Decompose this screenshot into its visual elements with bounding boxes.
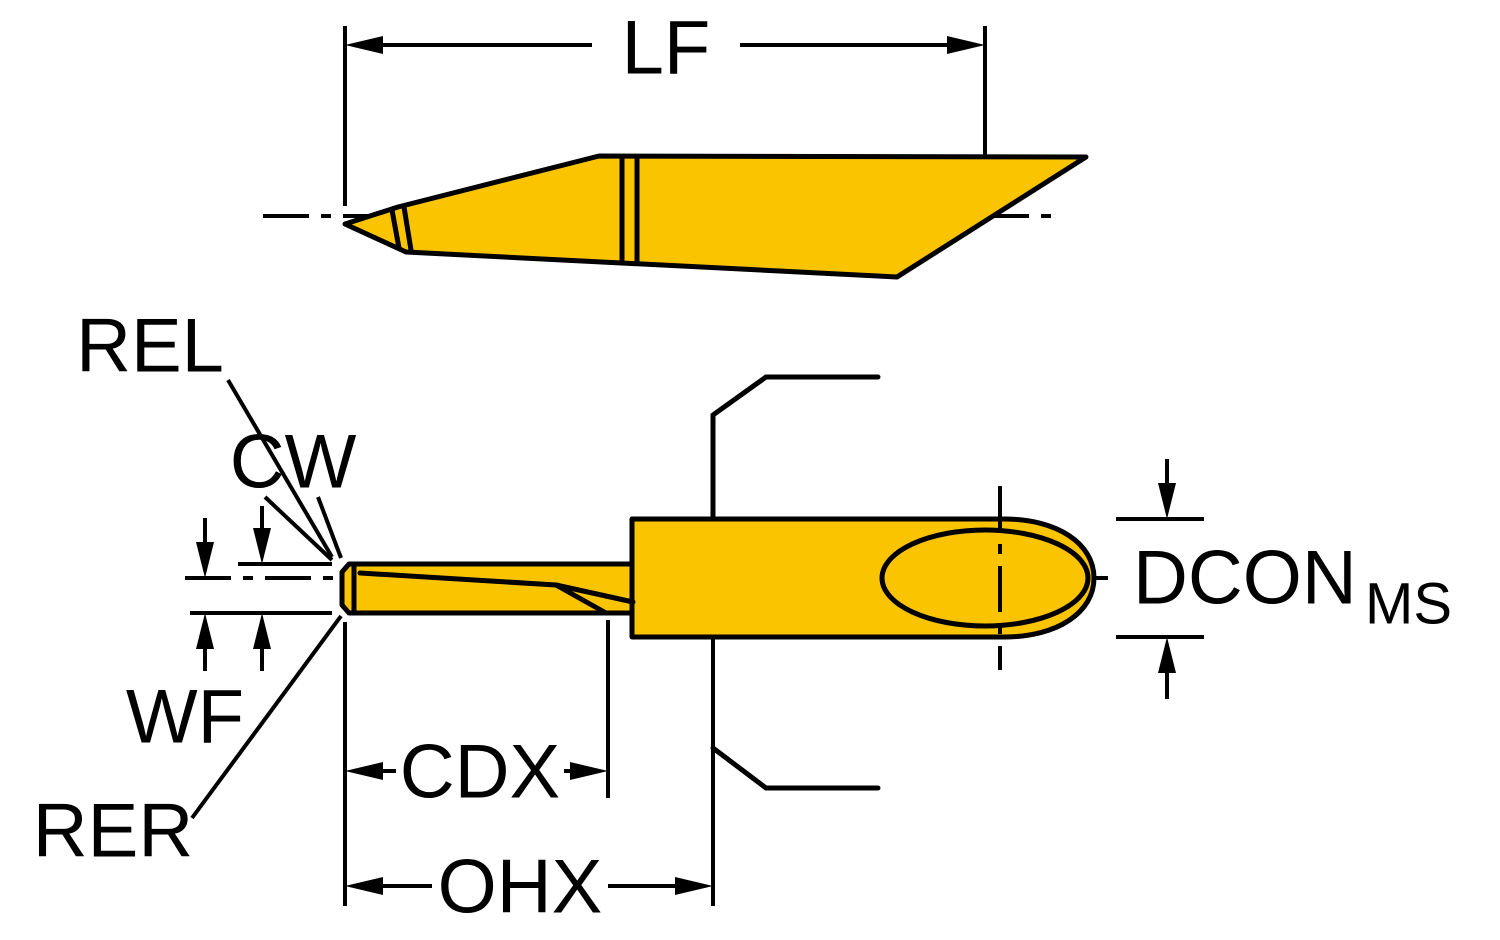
- wf-arrow-top-icon: [196, 542, 214, 578]
- grind-wedge-upper-line: [553, 582, 636, 605]
- cdx-dimension: CDX: [343, 620, 610, 906]
- cw-arrow-top-icon: [253, 528, 271, 564]
- wf-dimension: WF: [126, 518, 244, 760]
- rel-leader-line: [226, 378, 334, 559]
- side-view: [263, 153, 1089, 280]
- holder-break-line-bottom: [710, 745, 881, 791]
- ohx-arrow-left-icon: [345, 877, 383, 895]
- dcon-arrow-top-icon: [1158, 483, 1176, 519]
- rer-leader-line: [190, 614, 343, 820]
- rel-callout: REL: [76, 304, 334, 559]
- cdx-arrow-left-icon: [345, 762, 383, 780]
- wf-arrow-bottom-icon: [196, 613, 214, 649]
- lf-arrow-right-icon: [947, 36, 985, 54]
- cw-arrow-bottom-icon: [253, 613, 271, 649]
- holder-break-line-top: [710, 374, 881, 522]
- cw-dimension: CW: [190, 420, 357, 671]
- rer-callout: RER: [33, 614, 343, 874]
- dcon-label: DCON: [1133, 536, 1357, 621]
- relief-grind-line: [357, 570, 559, 588]
- cdx-arrow-right-icon: [570, 762, 608, 780]
- ohx-label: OHX: [438, 845, 603, 930]
- insert-side-view-body: [342, 153, 1089, 280]
- dcon-subscript-label: MS: [1365, 572, 1452, 637]
- top-view: [185, 374, 1108, 791]
- rer-label: RER: [33, 789, 193, 874]
- dcon-dimension: DCON MS: [1116, 459, 1452, 699]
- cw-label: CW: [230, 420, 357, 505]
- shank-cylinder-ellipse: [879, 527, 1091, 629]
- cw-leader-line-2: [316, 496, 343, 559]
- ohx-dimension: OHX: [345, 637, 715, 930]
- lf-dimension: LF: [343, 6, 987, 206]
- tip-facet-line-2: [401, 204, 414, 253]
- wf-label: WF: [126, 675, 244, 760]
- cdx-label: CDX: [400, 730, 560, 815]
- rel-label: REL: [76, 304, 224, 389]
- lf-label: LF: [622, 6, 711, 91]
- grind-wedge-lower-line: [553, 582, 609, 616]
- ohx-arrow-right-icon: [675, 877, 713, 895]
- cw-leader-line-1: [263, 495, 334, 562]
- tip-facet-line-1: [389, 207, 402, 251]
- lf-arrow-left-icon: [345, 36, 383, 54]
- dcon-arrow-bottom-icon: [1158, 637, 1176, 673]
